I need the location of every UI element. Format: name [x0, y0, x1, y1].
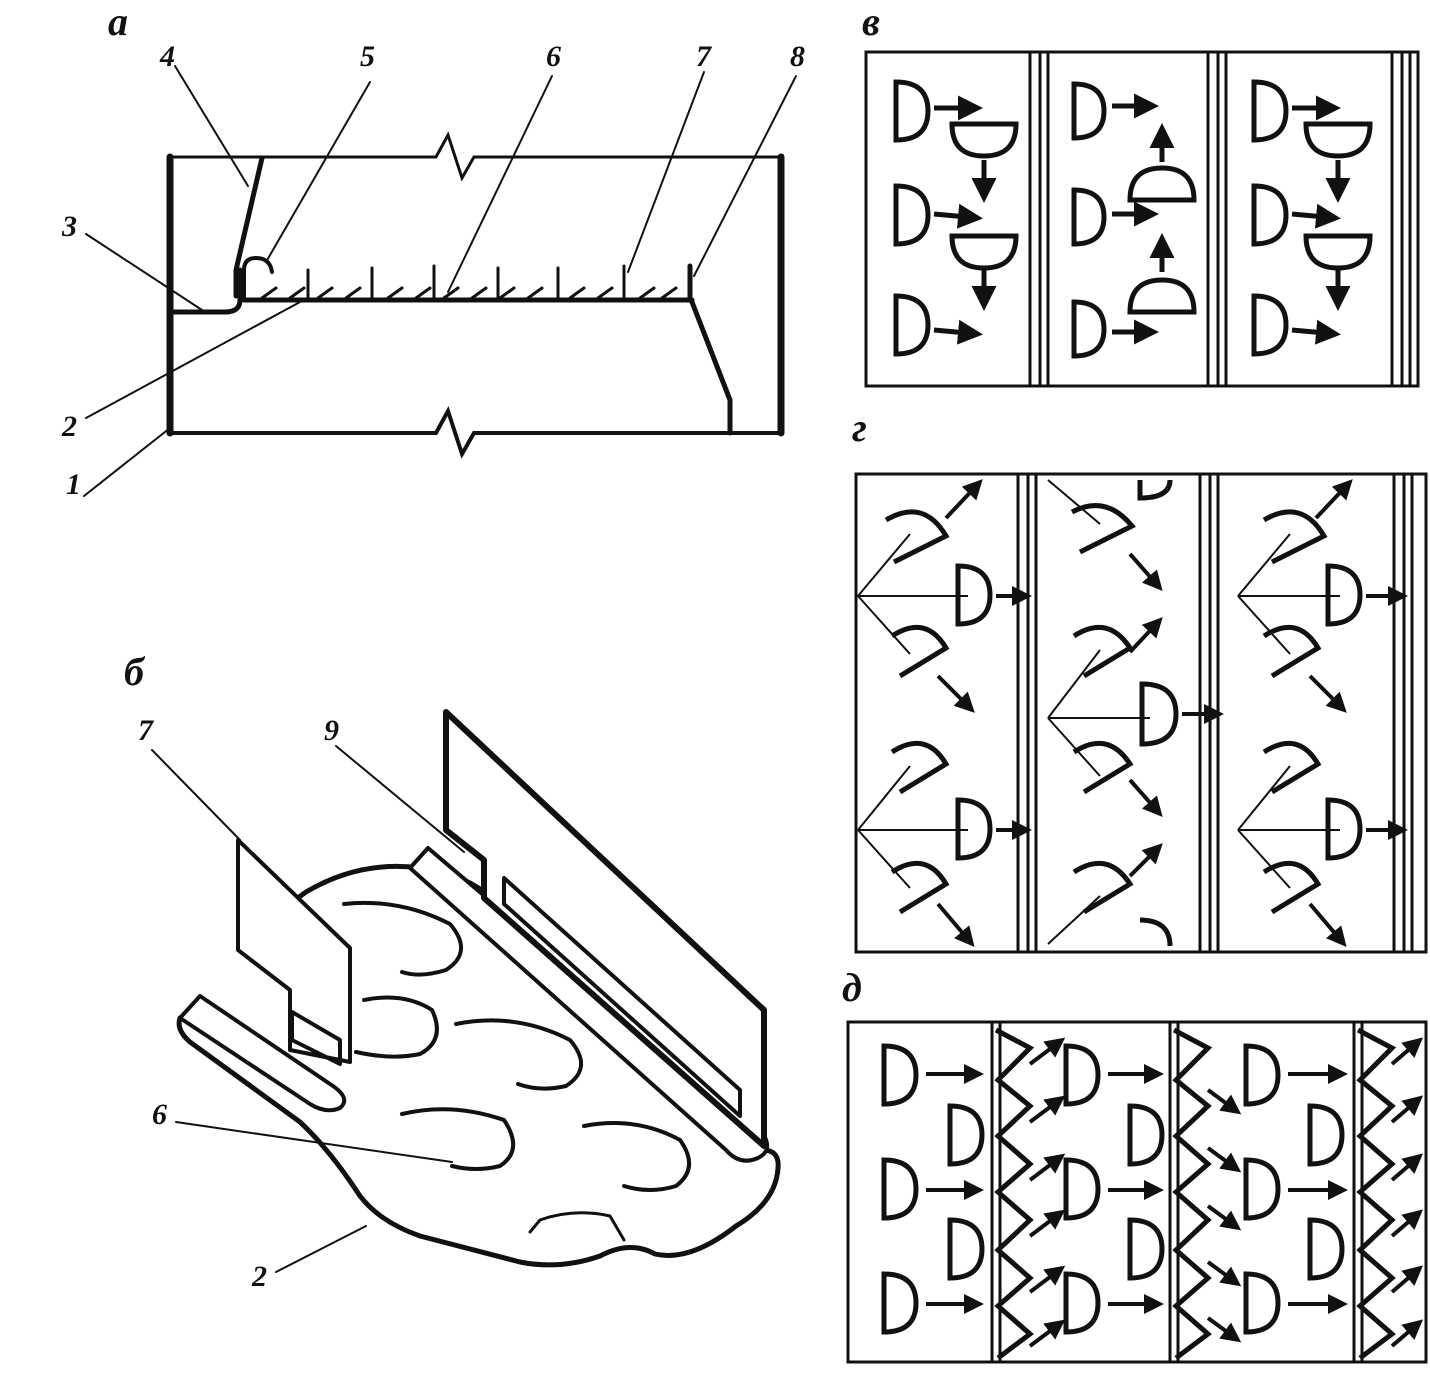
- callout-b-9: 9: [324, 714, 339, 747]
- tray-edge-notch: [528, 1211, 626, 1242]
- tray-valves: [342, 900, 691, 1192]
- panel-g-flow-pattern: [854, 472, 1428, 954]
- panel-d-flow-pattern: [846, 1020, 1428, 1364]
- leader-lines: [83, 65, 797, 497]
- callout-2: 2: [62, 410, 77, 443]
- panel-g-frame: [854, 472, 1428, 954]
- callout-b-6: 6: [152, 1098, 167, 1131]
- panel-label-d: д: [842, 965, 862, 1010]
- panel-v-flow-pattern: [864, 50, 1420, 388]
- panel-v-valves: [893, 79, 1373, 359]
- panel-v-arrows: [933, 93, 1351, 345]
- callout-5: 5: [360, 40, 375, 73]
- callout-7: 7: [696, 40, 711, 73]
- callout-4: 4: [160, 40, 175, 73]
- left-slot: [290, 1010, 342, 1066]
- hook-element: [242, 255, 274, 302]
- callout-b-2: 2: [252, 1260, 267, 1293]
- inlet-baffle: [233, 155, 265, 299]
- left-inlet-bar: [178, 994, 347, 1113]
- panel-g-valves: [884, 479, 1363, 947]
- bottom-break-line: [168, 405, 783, 459]
- panel-g-arrows: [936, 479, 1408, 948]
- downcomer-wall: [689, 299, 733, 436]
- panel-b-leaders: [151, 745, 465, 1273]
- callout-8: 8: [790, 40, 805, 73]
- top-break-line: [168, 131, 783, 182]
- panel-v-frame: [864, 50, 1420, 388]
- callout-6: 6: [546, 40, 561, 73]
- tall-weir-slot: [502, 876, 742, 1118]
- callout-3: 3: [62, 210, 77, 243]
- panel-label-b: б: [124, 649, 144, 694]
- panel-label-a: а: [108, 0, 128, 44]
- panel-a-cross-section: [83, 65, 797, 497]
- panel-label-g: г: [852, 405, 867, 450]
- panel-g-guide-lines: [857, 479, 1340, 945]
- callout-1: 1: [66, 468, 81, 501]
- callout-b-7: 7: [138, 714, 153, 747]
- inlet-weir: [167, 267, 243, 315]
- panel-d-arrows: [926, 1037, 1424, 1348]
- panel-b-isometric-tray: [151, 709, 781, 1273]
- panel-d-frame: [846, 1020, 1428, 1364]
- panel-d-zigzag: [994, 1027, 1397, 1360]
- left-weir-plate: [236, 838, 352, 1064]
- panel-label-v: в: [862, 0, 880, 44]
- valve-ticks: [260, 286, 678, 300]
- panel-v-dividers: [1028, 52, 1412, 386]
- panel-d-valves: [881, 1043, 1345, 1335]
- partition-ticks: [306, 264, 626, 302]
